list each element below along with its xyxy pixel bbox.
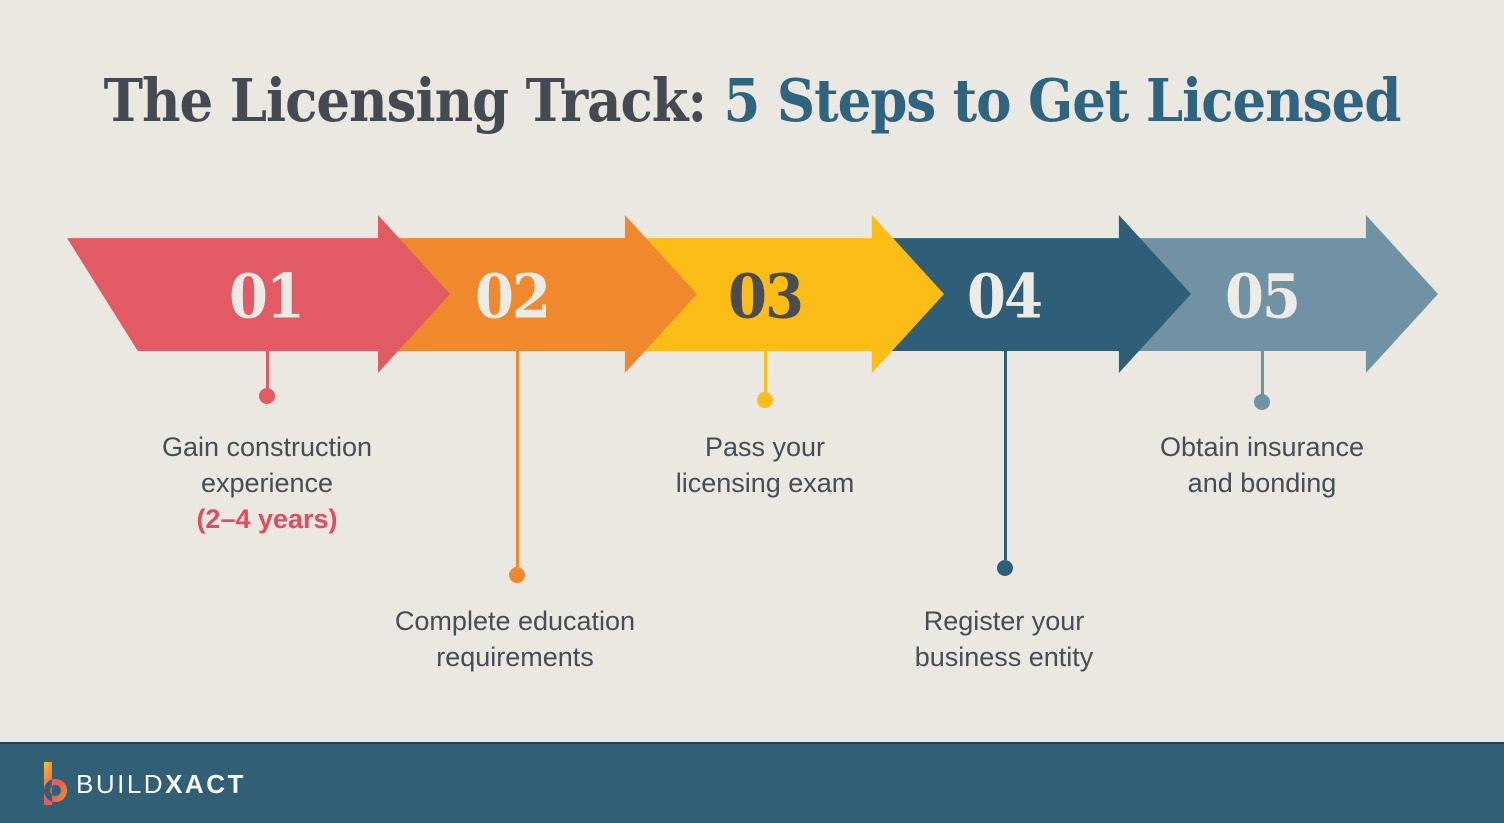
step-3-caption: Pass your licensing exam [595, 429, 935, 501]
step-1-caption: Gain construction experience (2–4 years) [97, 429, 437, 537]
step-5-caption: Obtain insurance and bonding [1092, 429, 1432, 501]
brand-name: BUILDXACT [76, 771, 246, 797]
step-5-connector-line [1260, 351, 1264, 395]
step-3-caption-line-2: licensing exam [675, 468, 855, 498]
step-5-caption-line-2: and bonding [1187, 468, 1337, 498]
step-1-connector-dot [259, 388, 275, 404]
step-5-caption-line-1: Obtain insurance [1159, 432, 1365, 462]
footer-bar: BUILDXACT [0, 742, 1504, 823]
step-5-connector-dot [1254, 394, 1270, 410]
step-4-caption-line-2: business entity [914, 642, 1094, 672]
step-3-caption-line-1: Pass your [704, 432, 826, 462]
title-dark-part: The Licensing Track: [103, 66, 707, 136]
brand-build: BUILD [76, 768, 166, 799]
step-1-caption-line-1: Gain construction [161, 432, 373, 462]
step-3-connector-line [763, 351, 767, 393]
buildxact-b-logo-icon [44, 762, 67, 805]
step-3-number: 03 [728, 261, 804, 333]
step-4-connector-line [1003, 351, 1007, 560]
step-5-number: 05 [1225, 261, 1301, 333]
step-4-connector-dot [997, 560, 1013, 576]
step-3-connector-dot [757, 392, 773, 408]
step-2-caption-line-1: Complete education [394, 606, 636, 636]
step-2-connector-line [515, 351, 519, 567]
brand-xact: XACT [165, 768, 246, 799]
step-1-caption-accent-line: (2–4 years) [196, 504, 338, 534]
step-2-connector-dot [509, 567, 525, 583]
step-4-caption-line-1: Register your [923, 606, 1085, 636]
page-title: The Licensing Track: 5 Steps to Get Lice… [0, 66, 1504, 135]
step-2-caption: Complete education requirements [345, 603, 685, 675]
step-4-number: 04 [967, 261, 1043, 333]
step-1-connector-line [265, 351, 269, 390]
step-2-number: 02 [475, 261, 551, 333]
step-4-caption: Register your business entity [834, 603, 1174, 675]
step-1-caption-line-2: experience [200, 468, 334, 498]
step-2-caption-line-2: requirements [436, 642, 594, 672]
title-accent-part: 5 Steps to Get Licensed [723, 66, 1402, 136]
step-1-number: 01 [229, 261, 305, 333]
